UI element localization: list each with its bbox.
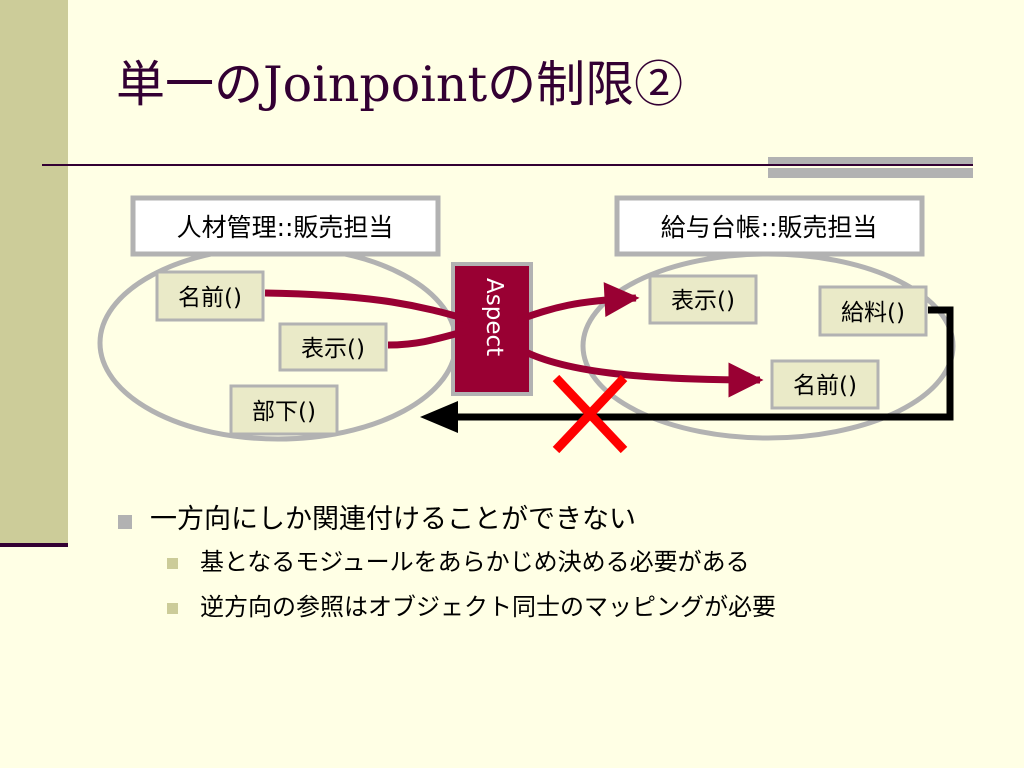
svg-text:表示(): 表示() — [671, 288, 735, 314]
svg-text:名前(): 名前() — [793, 373, 857, 399]
sub-bullet-item: 逆方向の参照はオブジェクト同士のマッピングが必要 — [112, 585, 776, 630]
svg-text:部下(): 部下() — [252, 399, 316, 425]
accent-bar-bottom — [768, 168, 973, 178]
right-group-label: 給与台帳::販売担当 — [661, 213, 878, 242]
accent-bar-top — [768, 157, 973, 164]
bullet-item: 一方向にしか関連付けることができない — [112, 500, 776, 540]
slide-title: 単一のJoinpointの制限② — [116, 56, 684, 113]
left-group-label: 人材管理::販売担当 — [177, 213, 394, 242]
flow-curve-display — [387, 326, 471, 349]
right-object-ellipse — [580, 251, 956, 441]
left-decor-tick — [0, 543, 68, 547]
svg-text:給料(): 給料() — [841, 300, 905, 326]
svg-text:表示(): 表示() — [301, 336, 365, 362]
flow-curve-name — [264, 289, 471, 324]
right-method-salary: 給料() — [818, 285, 928, 337]
svg-text:名前(): 名前() — [178, 285, 242, 311]
aspect-label: Aspect — [481, 278, 507, 356]
right-method-display: 表示() — [648, 274, 758, 325]
right-method-name: 名前() — [770, 359, 880, 410]
left-method-display: 表示() — [278, 322, 388, 372]
arrow-to-right-name — [516, 344, 764, 398]
left-method-subordinate: 部下() — [229, 384, 339, 436]
left-group-label-box: 人材管理::販売担当 — [130, 195, 441, 257]
aspect-box: Aspect — [451, 262, 533, 396]
return-arrowhead — [420, 401, 458, 433]
bullet-list: 一方向にしか関連付けることができない 基となるモジュールをあらかじめ決める必要が… — [112, 500, 776, 630]
sub-bullet-item: 基となるモジュールをあらかじめ決める必要がある — [112, 540, 776, 585]
arrow-to-right-display — [516, 282, 640, 324]
left-decor-bar — [0, 0, 68, 545]
left-method-name: 名前() — [155, 270, 265, 322]
return-arrow-line — [455, 306, 954, 421]
cross-icon — [552, 374, 628, 454]
right-group-label-box: 給与台帳::販売担当 — [614, 195, 925, 257]
title-divider — [42, 164, 973, 166]
